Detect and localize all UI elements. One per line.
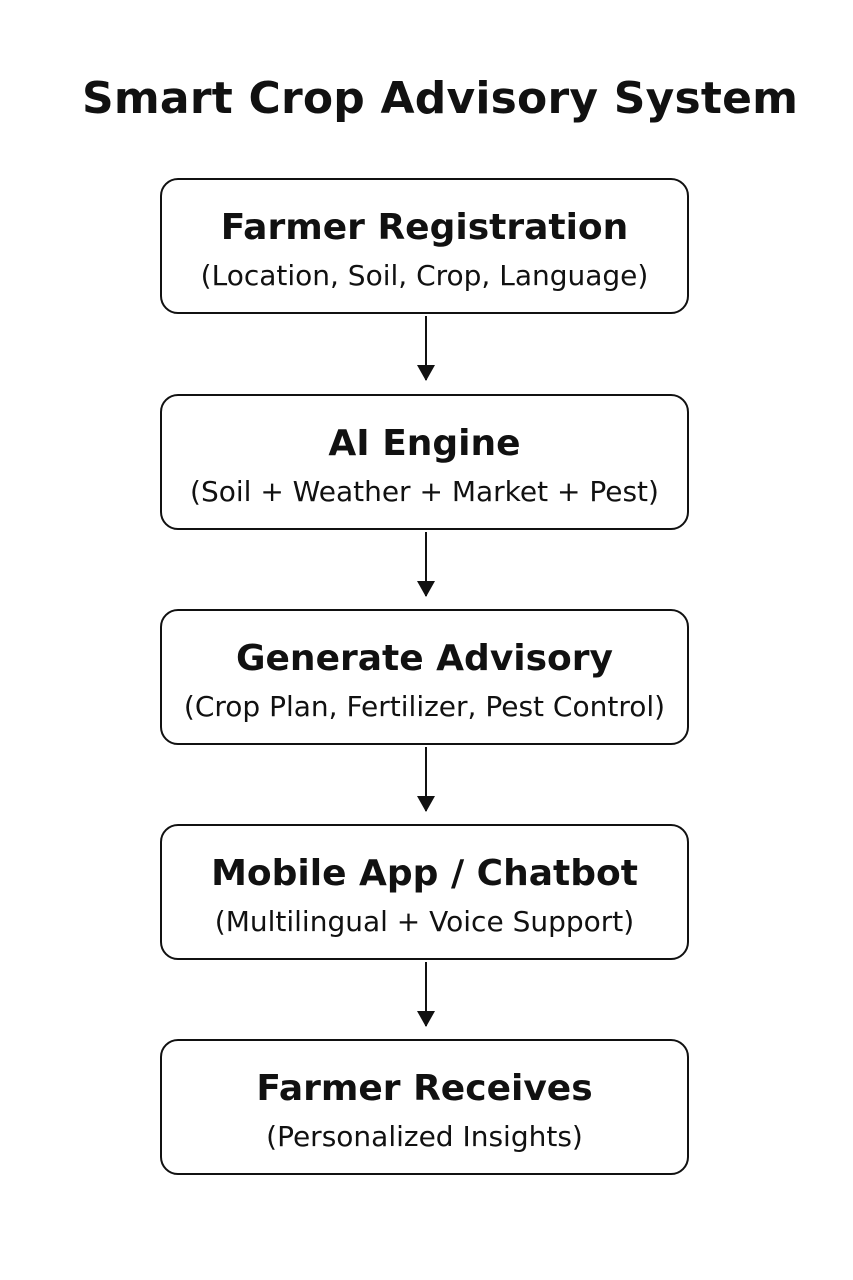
flow-arrow bbox=[417, 962, 435, 1027]
flow-arrow bbox=[417, 316, 435, 381]
step-generate-advisory: Generate Advisory (Crop Plan, Fertilizer… bbox=[160, 609, 689, 745]
step-subtitle: (Multilingual + Voice Support) bbox=[214, 905, 635, 938]
step-title: Farmer Receives bbox=[256, 1068, 593, 1109]
flow-arrow bbox=[417, 747, 435, 812]
step-subtitle: (Crop Plan, Fertilizer, Pest Control) bbox=[183, 690, 666, 723]
step-mobile-app-chatbot: Mobile App / Chatbot (Multilingual + Voi… bbox=[160, 824, 689, 960]
step-subtitle: (Location, Soil, Crop, Language) bbox=[200, 259, 649, 292]
step-subtitle: (Soil + Weather + Market + Pest) bbox=[190, 475, 659, 508]
step-title: Mobile App / Chatbot bbox=[211, 853, 638, 894]
step-ai-engine: AI Engine (Soil + Weather + Market + Pes… bbox=[160, 394, 689, 530]
step-title: Farmer Registration bbox=[220, 207, 629, 248]
step-title: AI Engine bbox=[328, 423, 521, 464]
diagram-title: Smart Crop Advisory System bbox=[82, 73, 799, 124]
step-title: Generate Advisory bbox=[235, 638, 614, 679]
step-subtitle: (Personalized Insights) bbox=[266, 1120, 583, 1153]
step-farmer-receives: Farmer Receives (Personalized Insights) bbox=[160, 1039, 689, 1175]
step-farmer-registration: Farmer Registration (Location, Soil, Cro… bbox=[160, 178, 689, 314]
flow-arrow bbox=[417, 532, 435, 597]
